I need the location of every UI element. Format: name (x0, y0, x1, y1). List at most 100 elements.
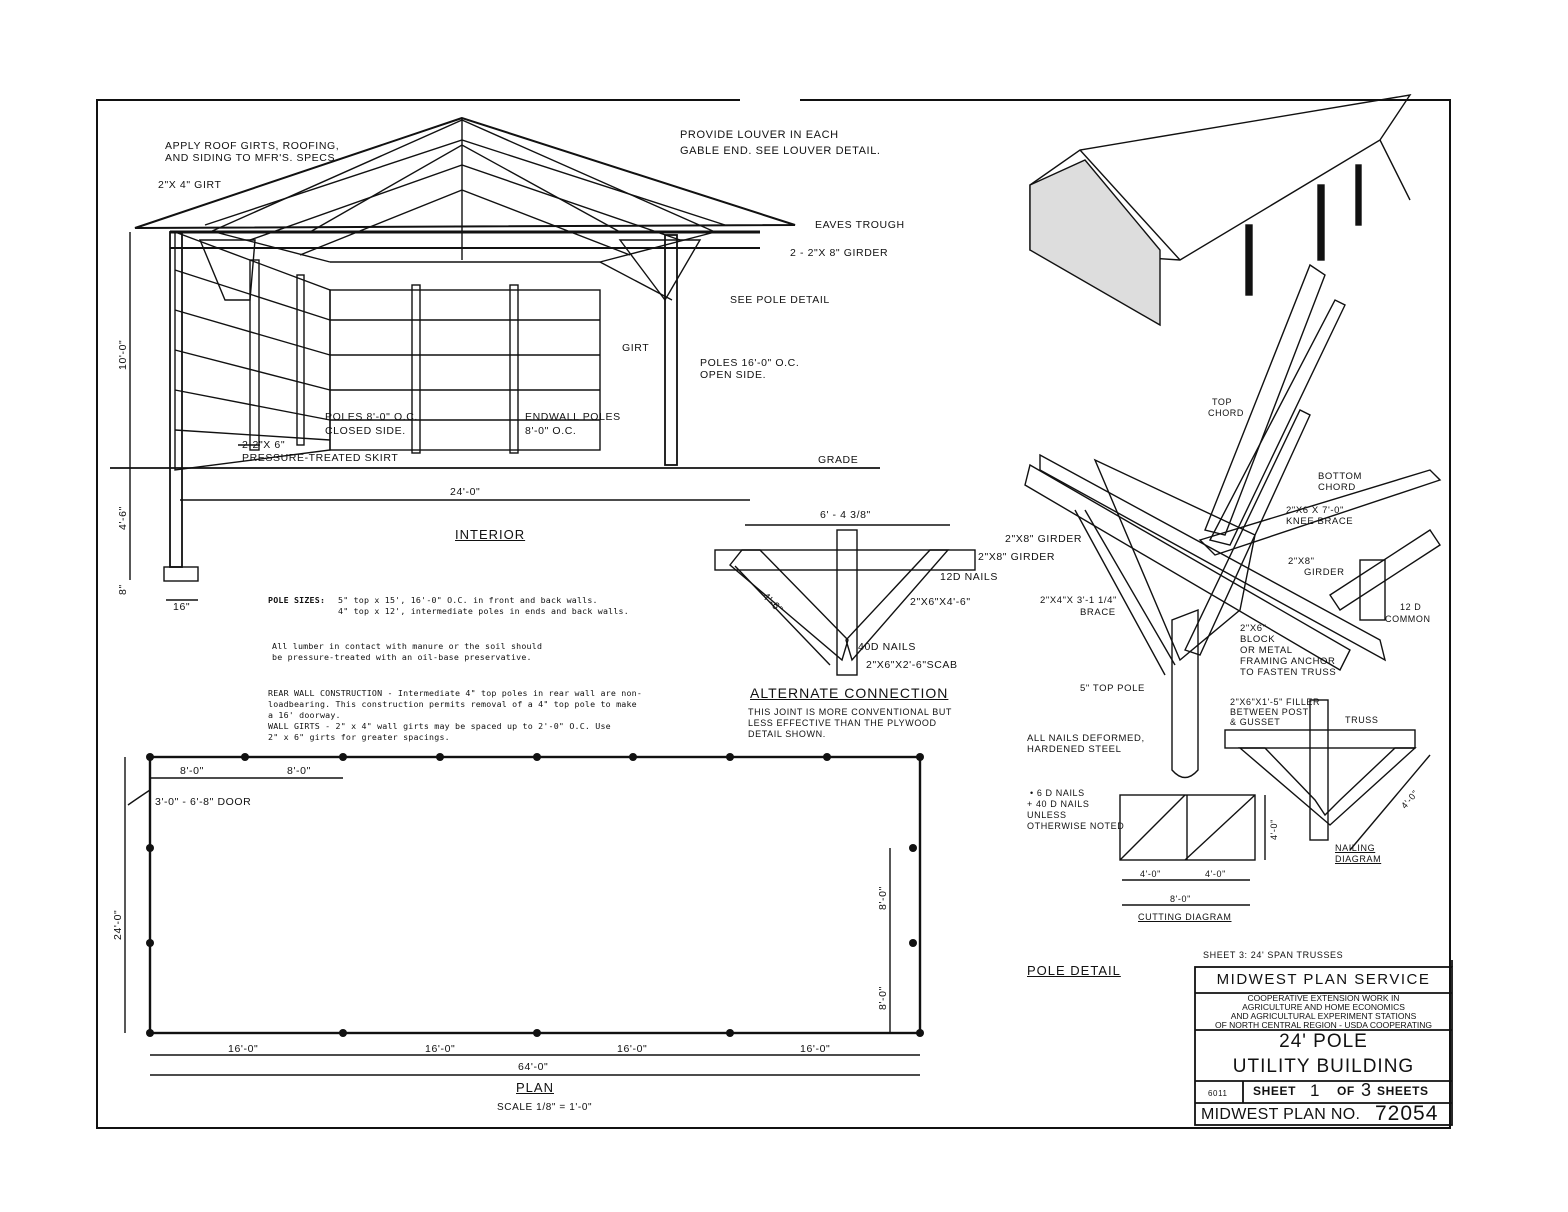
pole-sizes-label: POLE SIZES: (268, 595, 326, 605)
alt-12d-nails-label: 12d NAILS (940, 571, 998, 583)
brace-line-2: BRACE (1080, 607, 1116, 618)
sheet-number: 1 (1310, 1081, 1321, 1100)
cut-dim-b: 4'-0" (1205, 869, 1226, 879)
plan-bay-dim-4: 16'-0" (800, 1043, 831, 1055)
coop-line-2: AGRICULTURE AND HOME ECONOMICS (1242, 1002, 1405, 1012)
cut-dim-total: 8'-0" (1170, 894, 1191, 904)
nail-key-line-2: + 40 d NAILS (1027, 799, 1090, 809)
block-line-2: BLOCK (1240, 634, 1276, 645)
lumber-note-line-2: be pressure-treated with an oil-base pre… (272, 652, 532, 662)
building-perspective (1029, 94, 1412, 327)
knee-brace-line-2: KNEE BRACE (1286, 516, 1354, 527)
eaves-trough-label: EAVES TROUGH (815, 219, 905, 231)
sheets-word: SHEETS (1377, 1084, 1429, 1098)
block-line-1: 2"X6" (1240, 623, 1267, 634)
lumber-note-line-1: All lumber in contact with manure or the… (272, 641, 543, 651)
top-chord-line-1: TOP (1212, 397, 1233, 407)
block-line-4: FRAMING ANCHOR (1240, 656, 1336, 667)
footing-dim: 8" (117, 584, 129, 595)
cut-dim-a: 4'-0" (1140, 869, 1161, 879)
rear-wall-line-1: REAR WALL CONSTRUCTION - Intermediate 4"… (268, 688, 643, 698)
block-line-3: OR METAL (1240, 645, 1293, 656)
block-line-5: TO FASTEN TRUSS (1240, 667, 1337, 678)
alternate-connection-detail (714, 524, 976, 676)
nailing-diagram-line-1: NAILING (1335, 843, 1376, 853)
sheet-word: SHEET (1253, 1084, 1297, 1098)
wall-girts-line-2: 2" x 6" girts for greater spacings. (268, 732, 450, 742)
plan-right-dim-2: 8'-0" (877, 986, 889, 1010)
poles-closed-line-1: POLES 8'-0" O.C. (325, 411, 418, 423)
plan-depth-dim: 24'-0" (112, 909, 124, 940)
of-word: OF (1337, 1084, 1355, 1098)
louver-note-line-1: PROVIDE LOUVER IN EACH (680, 129, 839, 141)
alt-brace-label: 2"X6"X4'-6" (910, 596, 971, 608)
plan-scale: SCALE 1/8" = 1'-0" (497, 1102, 593, 1113)
poles-closed-line-2: CLOSED SIDE. (325, 425, 406, 437)
coop-line-1: COOPERATIVE EXTENSION WORK IN (1247, 993, 1400, 1003)
bottom-chord-line-2: CHORD (1318, 482, 1356, 493)
louver-note-line-2: GABLE END. SEE LOUVER DETAIL. (680, 145, 881, 157)
girder-label: 2 - 2"X 8" GIRDER (790, 247, 889, 259)
filler-line-1: 2"X6"X1'-5" FILLER (1230, 697, 1321, 707)
plan-bay-dim-3: 16'-0" (617, 1043, 648, 1055)
truss-label: TRUSS (1345, 715, 1379, 725)
pole-detail-title: POLE DETAIL (1027, 963, 1121, 978)
title-block-lines (1194, 960, 1453, 1126)
alt-caption-line-2: LESS EFFECTIVE THAN THE PLYWOOD (748, 718, 937, 728)
plan-number-label: MIDWEST PLAN NO. (1201, 1106, 1361, 1123)
top-chord-line-2: CHORD (1208, 408, 1244, 418)
all-nails-line-1: ALL NAILS DEFORMED, (1027, 733, 1145, 744)
rear-wall-line-2: loadbearing. This construction permits r… (268, 699, 637, 709)
common-line-2: COMMON (1385, 614, 1431, 624)
coop-line-4: OF NORTH CENTRAL REGION - USDA COOPERATI… (1214, 1020, 1433, 1030)
endwall-poles-line-2: 8'-0" O.C. (525, 425, 577, 437)
alt-connection-title: ALTERNATE CONNECTION (750, 685, 949, 701)
girt-label: 2"X 4" GIRT (158, 179, 222, 191)
plan-number: 72054 (1375, 1102, 1439, 1125)
grade-label: GRADE (818, 454, 859, 466)
alt-width-dim: 6' - 4 3/8" (820, 509, 871, 521)
interior-view (110, 116, 880, 601)
sheet-border (96, 99, 1451, 1129)
girt-callout: GIRT (622, 342, 650, 354)
interior-title: INTERIOR (455, 527, 526, 542)
cut-height-dim: 4'-0" (1269, 819, 1279, 840)
brace-line-1: 2"X4"X 3'-1 1/4" (1040, 595, 1117, 606)
skirt-line-2: PRESSURE-TREATED SKIRT (242, 452, 399, 464)
org-name: MIDWEST PLAN SERVICE (1216, 971, 1431, 988)
embed-depth-dim: 4'-6" (117, 506, 129, 530)
pole-sizes-line-1: 5" top x 15', 16'-0" O.C. in front and b… (338, 595, 598, 605)
common-line-1: 12 d (1400, 602, 1422, 612)
plan-view (124, 753, 924, 1076)
pole-sizes-line-2: 4" top x 12', intermediate poles in ends… (338, 606, 629, 616)
all-nails-line-2: HARDENED STEEL (1027, 744, 1122, 755)
nail-key-line-3: UNLESS (1027, 810, 1067, 820)
pole-girder-right-line-1: 2"X8" (1288, 556, 1315, 567)
top-pole-label: 5" TOP POLE (1080, 683, 1145, 694)
plan-bay-dim-2: 16'-0" (425, 1043, 456, 1055)
filler-line-3: & GUSSET (1230, 717, 1281, 727)
filler-line-2: BETWEEN POST (1230, 707, 1309, 717)
roof-note-line-2: AND SIDING TO MFR'S. SPECS. (165, 152, 339, 164)
nail-key-line-4: OTHERWISE NOTED (1027, 821, 1125, 831)
coop-line-3: AND AGRICULTURAL EXPERIMENT STATIONS (1230, 1011, 1417, 1021)
sheet-total: 3 (1361, 1080, 1372, 1100)
plan-dim-top-1: 8'-0" (180, 765, 204, 777)
sheet-note: SHEET 3: 24' SPAN TRUSSES (1203, 950, 1344, 960)
cutting-diagram-label: CUTTING DIAGRAM (1138, 912, 1232, 922)
rear-wall-line-3: a 16' doorway. (268, 710, 341, 720)
endwall-poles-line-1: ENDWALL POLES (525, 411, 621, 423)
plan-total-dim: 64'-0" (518, 1061, 549, 1073)
plan-bay-dim-1: 16'-0" (228, 1043, 259, 1055)
plan-right-dim-1: 8'-0" (877, 886, 889, 910)
poles-open-line-1: POLES 16'-0" O.C. (700, 357, 800, 369)
bottom-chord-line-1: BOTTOM (1318, 471, 1363, 482)
door-label: 3'-0" - 6'-8" DOOR (155, 796, 252, 808)
roof-note-line-1: APPLY ROOF GIRTS, ROOFING, (165, 140, 340, 152)
alt-girder-label: 2"X8" GIRDER (978, 551, 1056, 563)
interior-width-dim: 24'-0" (450, 486, 481, 498)
nailing-diagram-line-2: DIAGRAM (1335, 854, 1382, 864)
pole-detail-drawing (1024, 263, 1442, 906)
